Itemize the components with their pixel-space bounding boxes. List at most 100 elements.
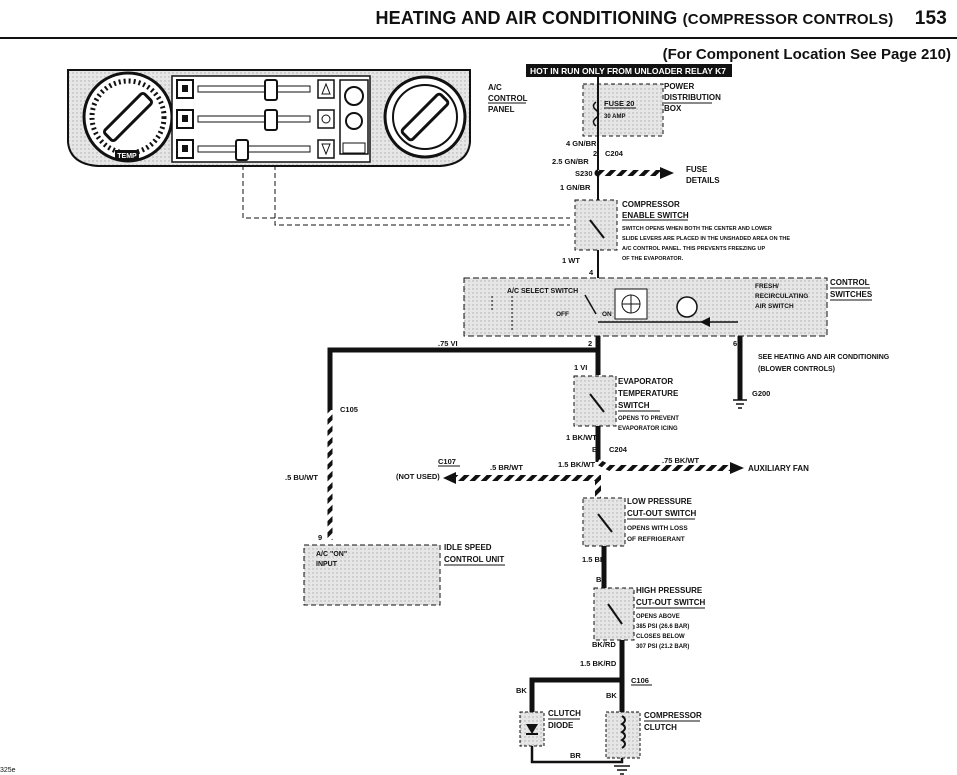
svg-text:307 PSI (21.2 BAR): 307 PSI (21.2 BAR)	[636, 644, 689, 650]
svg-text:OPENS ABOVE: OPENS ABOVE	[636, 614, 680, 620]
panel-buttons-right[interactable]	[317, 79, 369, 159]
ac-control-panel: TEMP A/C CONTROL PANEL	[67, 69, 528, 167]
svg-text:TEMPERATURE: TEMPERATURE	[618, 389, 679, 398]
fuse-rating: 30 AMP	[604, 114, 625, 120]
ground-symbol-icon	[614, 765, 630, 775]
fresh-air-lamp-icon	[676, 296, 698, 318]
temp-label: TEMP	[117, 153, 137, 160]
svg-text:4: 4	[589, 268, 594, 277]
auxiliary-fan: AUXILIARY FAN	[748, 464, 809, 473]
panel-label-1: A/C	[488, 83, 502, 92]
ground-g200: G200	[752, 389, 770, 398]
power-distribution-box: FUSE 20 30 AMP POWER DISTRIBUTION BOX	[582, 77, 721, 250]
svg-text:OF THE EVAPORATOR.: OF THE EVAPORATOR.	[622, 256, 684, 262]
svg-text:CLUTCH: CLUTCH	[548, 709, 581, 718]
figure-code: 325e	[0, 767, 16, 774]
svg-text:OF REFRIGERANT: OF REFRIGERANT	[627, 536, 685, 543]
svg-text:ON: ON	[602, 311, 612, 318]
svg-text:INPUT: INPUT	[316, 561, 338, 568]
wire-bkrd: BK/RD	[592, 640, 616, 649]
wire-75bkwt: .75 BK/WT	[662, 456, 700, 465]
fuse-icon	[592, 101, 600, 127]
svg-text:COMPRESSOR: COMPRESSOR	[622, 200, 680, 209]
snowflake-icon	[344, 86, 364, 106]
svg-text:385 PSI (26.6 BAR): 385 PSI (26.6 BAR)	[636, 624, 689, 630]
blower-ref: SEE HEATING AND AIR CONDITIONING	[758, 354, 890, 361]
splice-s230: S230	[575, 169, 593, 178]
wire-15bkrd: 1.5 BK/RD	[580, 659, 617, 668]
panel-buttons-left[interactable]	[176, 79, 194, 159]
svg-text:A/C SELECT SWITCH: A/C SELECT SWITCH	[507, 288, 578, 295]
fuse-label: FUSE 20	[604, 99, 634, 108]
connector-c105: C105	[340, 405, 358, 414]
clutch-diode: CLUTCH DIODE	[519, 709, 581, 747]
connector-c107: C107	[438, 457, 456, 466]
svg-text:OPENS WITH LOSS: OPENS WITH LOSS	[627, 525, 688, 532]
wire-75vi: .75 VI	[438, 339, 458, 348]
connector-c204-mid: C204	[609, 445, 628, 454]
wire-5brwt: .5 BR/WT	[490, 463, 523, 472]
svg-text:BK: BK	[606, 691, 617, 700]
wire-1wt: 1 WT	[562, 256, 580, 265]
svg-text:DISTRIBUTION: DISTRIBUTION	[664, 93, 721, 102]
page-number: 153	[914, 8, 947, 29]
svg-text:CUT-OUT SWITCH: CUT-OUT SWITCH	[636, 598, 706, 607]
wire-25gnbr: 2.5 GN/BR	[552, 157, 589, 166]
wire-4gnbr: 4 GN/BR	[566, 139, 597, 148]
wire-br: BR	[570, 751, 581, 760]
title-sub: (COMPRESSOR CONTROLS)	[682, 11, 894, 28]
svg-text:6: 6	[733, 339, 737, 348]
header-rule	[0, 37, 957, 39]
svg-text:OPENS TO PREVENT: OPENS TO PREVENT	[618, 416, 679, 422]
wire-1bkwt: 1 BK/WT	[566, 433, 597, 442]
svg-text:AIR SWITCH: AIR SWITCH	[755, 303, 794, 310]
not-used: (NOT USED)	[396, 472, 440, 481]
svg-text:A/C "ON": A/C "ON"	[316, 551, 347, 558]
panel-slide-tracks[interactable]	[197, 79, 311, 161]
panel-label-3: PANEL	[488, 105, 515, 114]
svg-text:EVAPORATOR ICING: EVAPORATOR ICING	[618, 426, 678, 432]
svg-text:IDLE SPEED: IDLE SPEED	[444, 543, 492, 552]
high-pressure-cutout-switch: HIGH PRESSURE CUT-OUT SWITCH OPENS ABOVE…	[593, 586, 706, 650]
wire-1gnbr: 1 GN/BR	[560, 183, 591, 192]
svg-text:RECIRCULATING: RECIRCULATING	[755, 293, 808, 300]
svg-text:BOX: BOX	[664, 104, 682, 113]
svg-text:CLOSES BELOW: CLOSES BELOW	[636, 634, 685, 640]
location-note: (For Component Location See Page 210)	[662, 46, 951, 63]
hot-in-run-tag: HOT IN RUN ONLY FROM UNLOADER RELAY K7	[526, 64, 732, 77]
fuse-details: FUSE	[686, 165, 708, 174]
svg-text:2: 2	[593, 149, 597, 158]
panel-label-2: CONTROL	[488, 94, 528, 103]
connector-c204-top: C204	[605, 149, 624, 158]
svg-text:LOW PRESSURE: LOW PRESSURE	[627, 497, 693, 506]
connector-c106: C106	[631, 676, 649, 685]
recirculate-icon	[345, 112, 363, 130]
wire-15bk: 1.5 BK	[582, 555, 606, 564]
compressor-enable-switch: COMPRESSOR ENABLE SWITCH SWITCH OPENS WH…	[574, 199, 790, 262]
svg-text:9: 9	[318, 533, 322, 542]
idle-speed-control-unit: A/C "ON" INPUT IDLE SPEED CONTROL UNIT	[303, 543, 505, 606]
svg-text:ENABLE SWITCH: ENABLE SWITCH	[622, 211, 689, 220]
svg-text:EVAPORATOR: EVAPORATOR	[618, 377, 673, 386]
svg-text:A/C CONTROL PANEL. THIS PREVEN: A/C CONTROL PANEL. THIS PREVENTS FREEZIN…	[622, 246, 765, 252]
svg-text:2: 2	[588, 339, 592, 348]
svg-text:HIGH PRESSURE: HIGH PRESSURE	[636, 586, 703, 595]
svg-text:B: B	[592, 445, 598, 454]
wire-15bkwt: 1.5 BK/WT	[558, 460, 596, 469]
svg-text:POWER: POWER	[664, 82, 694, 91]
svg-text:CONTROL UNIT: CONTROL UNIT	[444, 555, 504, 564]
evaporator-temperature-switch: EVAPORATOR TEMPERATURE SWITCH OPENS TO P…	[573, 375, 679, 432]
page-title: HEATING AND AIR CONDITIONING (COMPRESSOR…	[375, 8, 947, 30]
compressor-clutch: COMPRESSOR CLUTCH	[605, 711, 702, 759]
svg-text:DETAILS: DETAILS	[686, 176, 720, 185]
svg-text:(BLOWER CONTROLS): (BLOWER CONTROLS)	[758, 366, 835, 373]
wire-5buwt: .5 BU/WT	[285, 473, 318, 482]
svg-text:CUT-OUT SWITCH: CUT-OUT SWITCH	[627, 509, 697, 518]
svg-text:BK: BK	[516, 686, 527, 695]
svg-text:SWITCH: SWITCH	[618, 401, 650, 410]
control-switches: A/C SELECT SWITCH OFF ON FRESH/ RECIRCUL…	[463, 277, 873, 337]
svg-text:OFF: OFF	[556, 311, 569, 318]
svg-text:CONTROL: CONTROL	[830, 278, 870, 287]
svg-text:SWITCH OPENS WHEN BOTH THE CEN: SWITCH OPENS WHEN BOTH THE CENTER AND LO…	[622, 226, 772, 232]
